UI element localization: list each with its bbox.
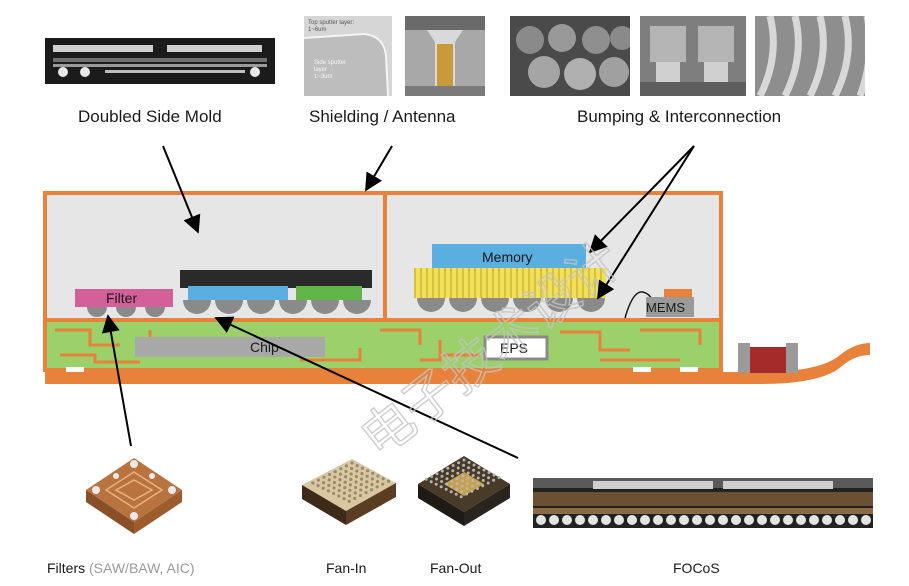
top-sputter-label: Top sputter layer: [308, 20, 354, 26]
arrow-filters [101, 314, 132, 447]
arrow-shielding [365, 145, 393, 192]
sputter-layer-photo: Top sputter layer: 1~6um Side sputter la… [304, 16, 392, 96]
chip-blue-layer [188, 286, 288, 300]
filters-caption: Filters (SAW/BAW, AIC) [47, 560, 195, 576]
chip-green-layer [296, 286, 362, 300]
eps-label: EPS [500, 340, 528, 356]
focos-cross-section-photo [533, 478, 873, 528]
filter-package-photo [76, 450, 186, 542]
wire-array-photo [755, 16, 865, 96]
fan-out-caption: Fan-Out [430, 560, 482, 576]
mems-component [646, 297, 694, 317]
focos-caption: FOCoS [673, 560, 720, 576]
memory-component [432, 244, 586, 270]
interconnect-pads-photo [640, 16, 746, 96]
filter-component [75, 289, 173, 307]
fan-in-caption: Fan-In [326, 560, 367, 576]
flex-cable [720, 343, 870, 384]
antenna-cross-section-photo [405, 16, 485, 96]
arrow-flip-chip [214, 316, 519, 459]
filters-caption-detail: (SAW/BAW, AIC) [89, 560, 195, 576]
side-sputter-value: 1~3um [314, 74, 333, 80]
eps-component [483, 335, 549, 361]
mems-label: MEMS [646, 300, 685, 315]
chip-bumps [183, 300, 371, 314]
side-sputter-label: Side sputter [314, 60, 346, 66]
side-connector-body [750, 347, 786, 373]
side-connector-left [738, 343, 750, 373]
substrate-bottom-layer [45, 372, 721, 384]
fan-out-package-photo [414, 450, 514, 540]
memory-bumps [417, 298, 605, 312]
filter-bumps [87, 307, 165, 317]
embedded-chip [135, 337, 325, 357]
mems-cap [664, 289, 692, 297]
doubled-side-mold-label: Doubled Side Mold [78, 107, 222, 126]
filter-label: Filter [106, 290, 137, 306]
filters-caption-title: Filters [47, 560, 86, 576]
memory-label: Memory [482, 249, 533, 265]
side-sputter-layer-label: layer [314, 67, 327, 73]
side-connector-right [786, 343, 798, 373]
mems-bond-wire [624, 291, 653, 319]
top-sputter-value: 1~6um [308, 27, 327, 33]
flip-chip-die [180, 270, 372, 288]
arrow-doubled-side-mold [162, 145, 201, 234]
fan-in-package-photo [298, 455, 398, 540]
bumping-interconnection-label: Bumping & Interconnection [577, 107, 782, 126]
substrate-traces [55, 328, 702, 364]
arrow-bumping-bumps [597, 145, 695, 300]
doubled-side-mold-photo [45, 38, 275, 84]
solder-bumps-photo [510, 16, 630, 96]
arrow-bumping-memory [588, 145, 695, 254]
shielding-antenna-label: Shielding / Antenna [309, 107, 456, 126]
memory-interposer [414, 268, 606, 298]
